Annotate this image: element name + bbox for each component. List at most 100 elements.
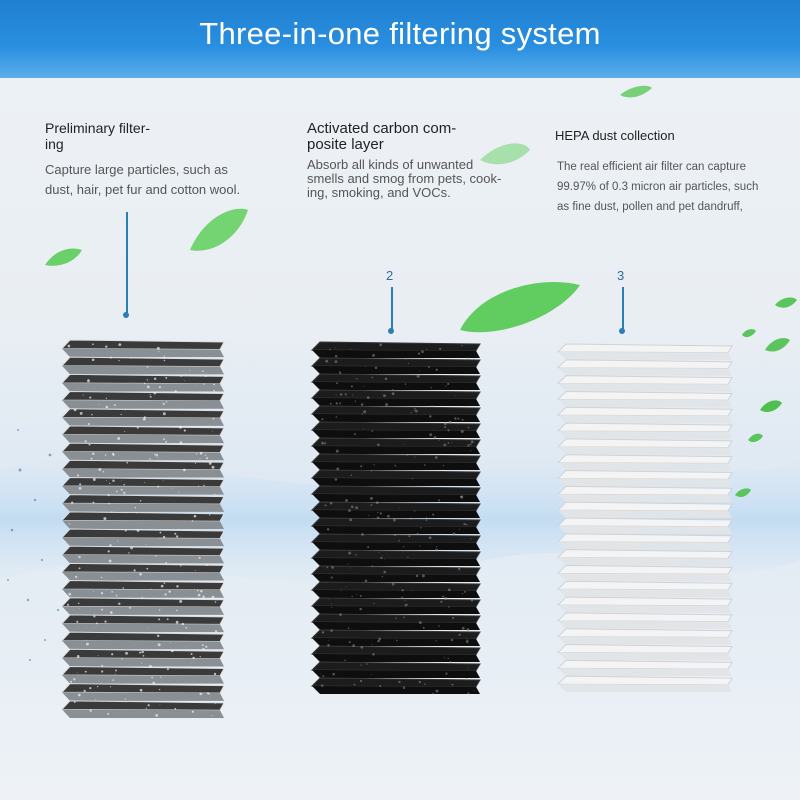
texture-speck [159, 538, 160, 539]
texture-speck [466, 628, 469, 631]
pleat-shadow [558, 399, 732, 407]
texture-speck [401, 596, 403, 598]
pleat [312, 662, 480, 671]
pleat-shadow [312, 494, 480, 502]
texture-speck [79, 556, 81, 558]
texture-speck [394, 534, 396, 536]
texture-speck [212, 431, 213, 432]
texture-speck [320, 674, 321, 675]
texture-speck [212, 418, 214, 420]
texture-speck [327, 528, 329, 530]
texture-speck [149, 458, 151, 460]
pleat-shadow [558, 668, 732, 676]
texture-speck [419, 545, 420, 546]
texture-speck [103, 517, 106, 520]
texture-speck [348, 627, 350, 629]
pleat-shadow [62, 349, 224, 358]
texture-speck [396, 640, 398, 642]
texture-speck [92, 453, 95, 456]
texture-speck [147, 366, 149, 368]
texture-speck [368, 515, 369, 516]
pleat [62, 495, 224, 504]
pleat-shadow [558, 384, 732, 392]
texture-speck [123, 484, 124, 485]
texture-speck [440, 601, 442, 603]
texture-speck [163, 403, 165, 405]
texture-speck [355, 506, 358, 509]
texture-speck [367, 396, 370, 399]
texture-speck [409, 454, 410, 455]
pleat [312, 582, 480, 591]
texture-speck [204, 478, 205, 479]
texture-speck [184, 380, 185, 381]
texture-speck [68, 593, 71, 596]
pleat [312, 438, 480, 447]
texture-speck [360, 595, 362, 597]
texture-speck [200, 452, 203, 455]
texture-speck [125, 530, 127, 532]
pleat-shadow [62, 709, 224, 718]
texture-speck [176, 621, 179, 624]
pleat-shadow [558, 352, 732, 360]
texture-speck [165, 377, 167, 379]
texture-speck [451, 639, 453, 641]
pleat [62, 443, 224, 452]
texture-speck [324, 442, 326, 444]
pleat-shadow [558, 368, 732, 376]
texture-speck [199, 557, 201, 559]
texture-speck [466, 678, 468, 680]
texture-speck [418, 502, 419, 503]
texture-speck [71, 502, 74, 505]
texture-speck [347, 563, 348, 564]
filter-panel-3 [558, 344, 732, 692]
pleat [312, 646, 480, 655]
texture-speck [144, 482, 145, 483]
texture-speck [84, 440, 86, 442]
texture-speck [464, 591, 466, 593]
texture-speck [149, 665, 152, 668]
texture-speck [83, 395, 84, 396]
texture-speck [426, 519, 428, 521]
texture-speck [91, 414, 92, 415]
pleat [558, 645, 732, 654]
texture-speck [147, 385, 150, 388]
pleat-shadow [558, 637, 732, 645]
texture-speck [351, 596, 352, 597]
texture-speck [352, 644, 355, 647]
texture-speck [383, 394, 386, 397]
texture-speck [451, 442, 452, 443]
pleat-shadow [558, 573, 732, 581]
texture-speck [125, 698, 126, 699]
pleat-shadow [312, 670, 480, 678]
pleat-shadow [62, 641, 224, 650]
texture-speck [89, 444, 91, 446]
texture-speck [339, 371, 341, 373]
texture-speck [170, 642, 171, 643]
texture-speck [203, 383, 205, 385]
pleat-shadow [62, 555, 224, 564]
texture-speck [417, 533, 419, 535]
texture-speck [336, 382, 338, 384]
texture-speck [351, 385, 353, 387]
pleat-shadow [558, 558, 732, 566]
texture-speck [400, 582, 401, 583]
pleat-shadow [62, 366, 224, 375]
texture-speck [110, 357, 112, 359]
texture-speck [363, 464, 364, 465]
texture-speck [325, 360, 328, 363]
texture-speck [436, 640, 437, 641]
texture-speck [206, 564, 208, 566]
texture-speck [377, 517, 380, 520]
pleat [558, 518, 732, 527]
texture-speck [99, 404, 100, 405]
texture-speck [213, 383, 215, 385]
texture-speck [470, 443, 472, 445]
pleat [62, 477, 224, 486]
texture-speck [380, 557, 382, 559]
texture-speck [405, 383, 407, 385]
texture-speck [423, 627, 425, 629]
texture-speck [153, 392, 156, 395]
texture-speck [101, 577, 103, 579]
texture-speck [455, 395, 456, 396]
texture-speck [372, 354, 375, 357]
